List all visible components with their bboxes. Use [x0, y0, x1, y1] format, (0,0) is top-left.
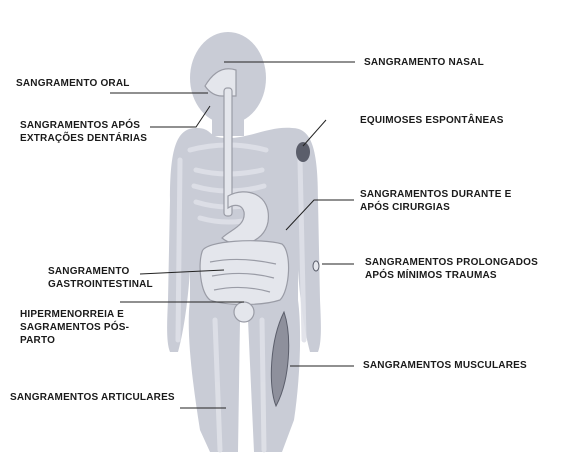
label-gastro: SANGRAMENTO GASTROINTESTINAL [48, 266, 153, 290]
label-musculares: SANGRAMENTOS MUSCULARES [363, 360, 527, 371]
label-nasal: SANGRAMENTO NASAL [364, 57, 484, 68]
bruise-mark [296, 142, 310, 162]
wound-mark [312, 260, 320, 272]
muscle-mark [270, 310, 290, 408]
label-articulares: SANGRAMENTOS ARTICULARES [10, 392, 175, 403]
label-dental: SANGRAMENTOS APÓS EXTRAÇÕES DENTÁRIAS [20, 120, 148, 144]
label-cirurgias: SANGRAMENTOS DURANTE E APÓS CIRURGIAS [360, 189, 512, 213]
label-oral: SANGRAMENTO ORAL [16, 78, 130, 89]
label-hipermenorreia: HIPERMENORREIA E SAGRAMENTOS PÓS- PARTO [20, 309, 130, 346]
digestive-tract [199, 68, 290, 323]
label-traumas: SANGRAMENTOS PROLONGADOS APÓS MÍNIMOS TR… [365, 257, 538, 281]
label-equimoses: EQUIMOSES ESPONTÂNEAS [360, 115, 504, 126]
leader-lines [110, 61, 355, 409]
